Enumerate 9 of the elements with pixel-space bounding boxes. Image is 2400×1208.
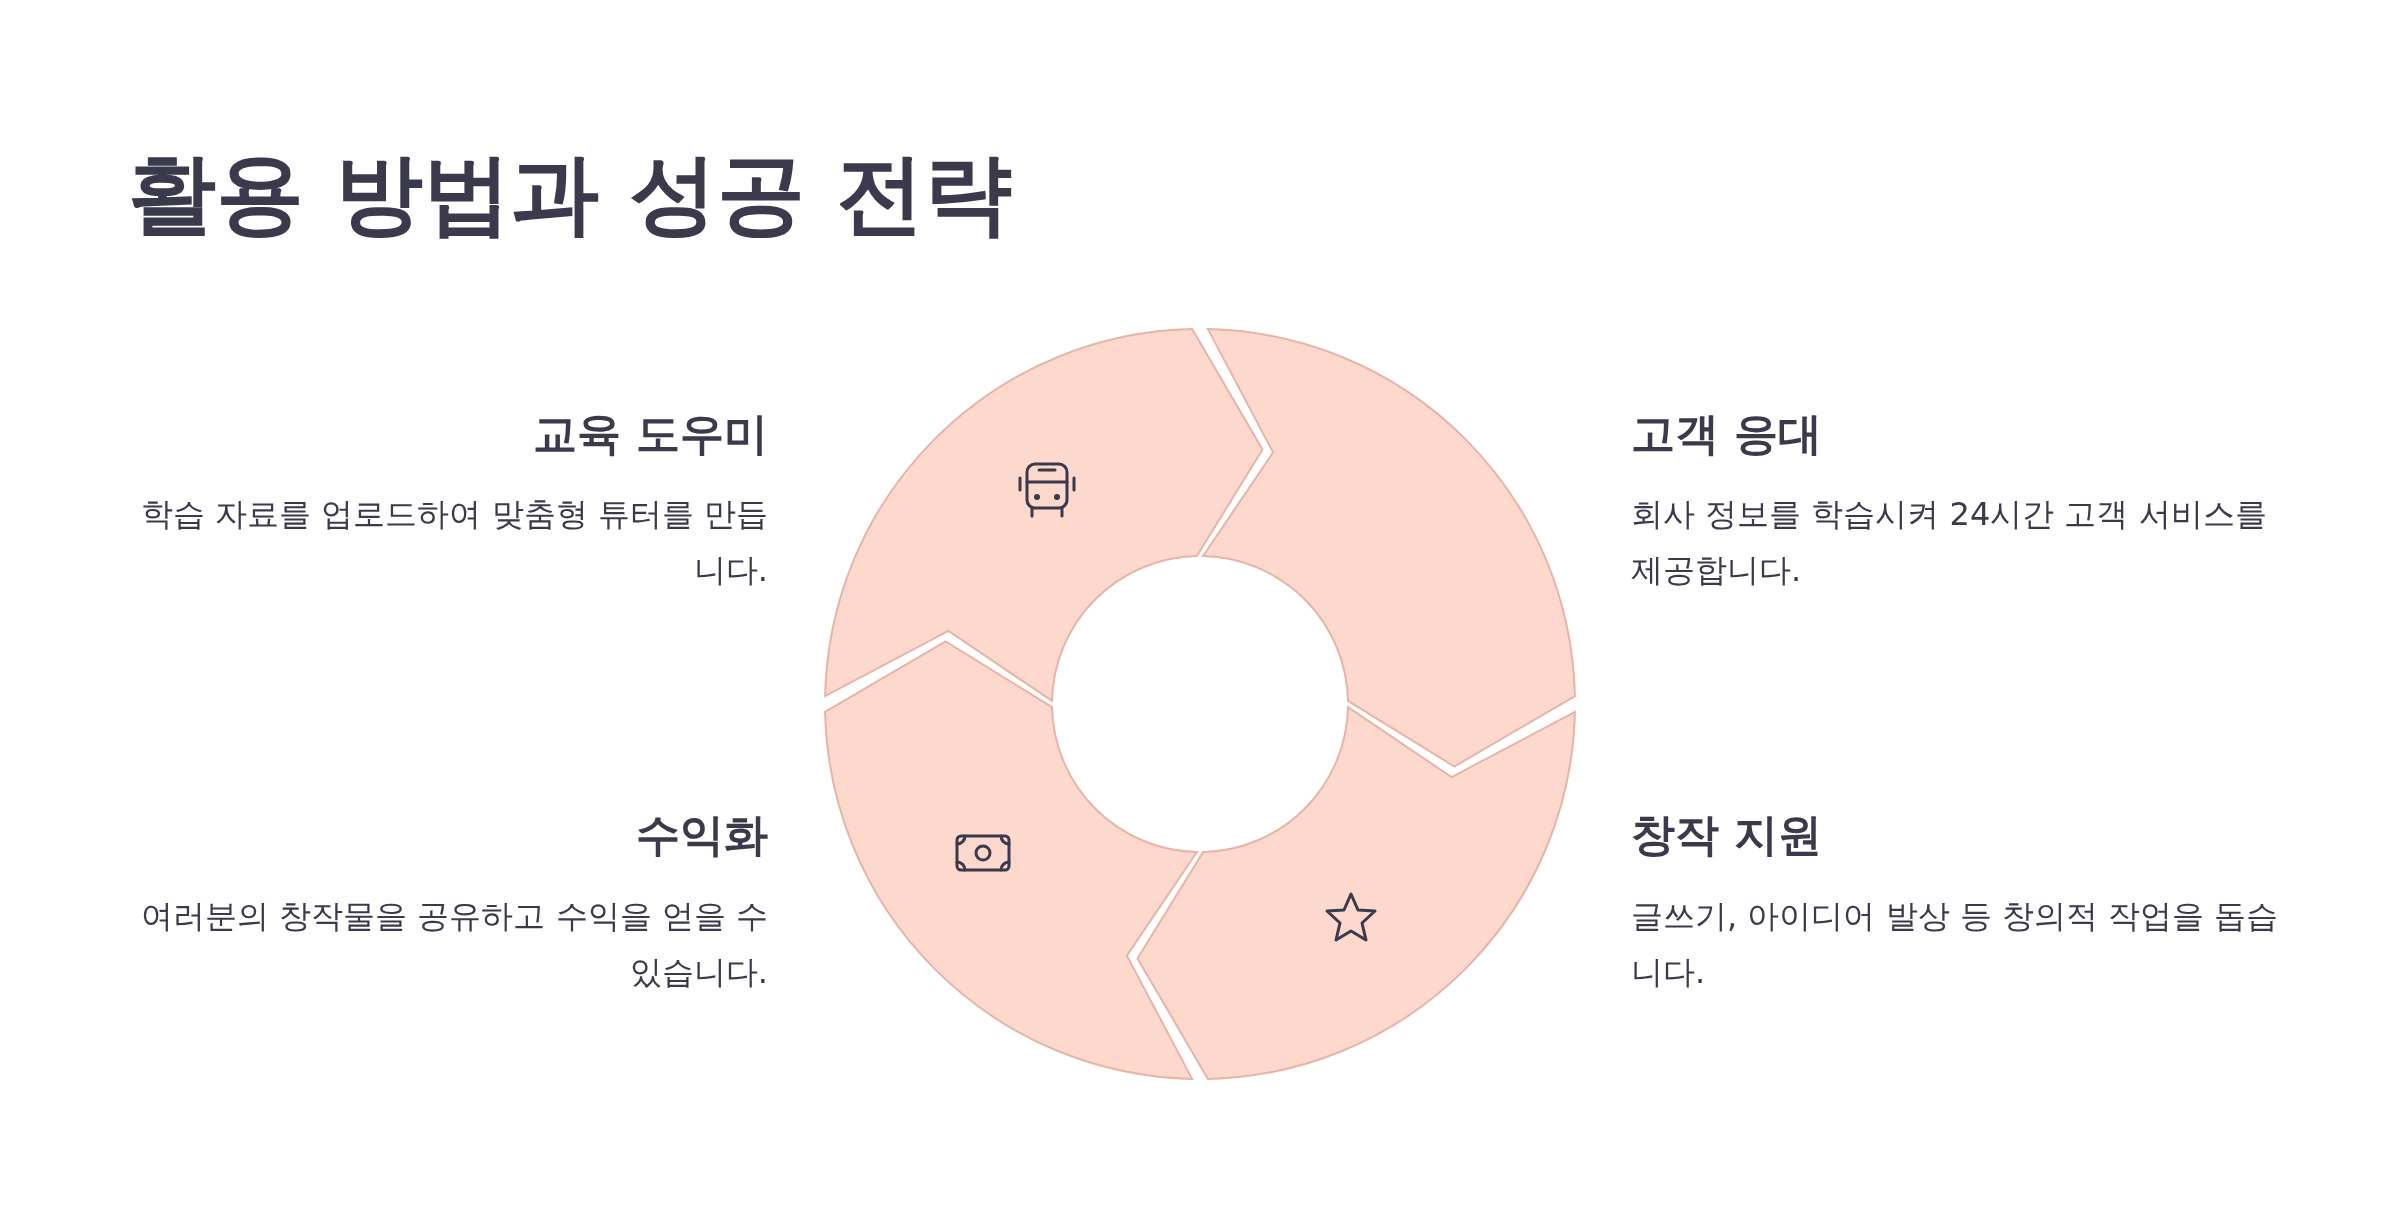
section-heading: 창작 지원 [1631, 808, 1823, 862]
description-text: 여러분의 창작물을 공유하고 수익을 얻을 수 있습니다. [140, 896, 768, 993]
title: 활용 방법과 성공 전략 [128, 141, 1012, 247]
section-heading: 교육 도우미 [532, 407, 768, 461]
section-heading: 수익화 [636, 808, 768, 862]
description-text: 글쓰기, 아이디어 발상 등 창의적 작업을 돕습니다. [1631, 896, 2280, 993]
description-text: 회사 정보를 학습시켜 24시간 고객 서비스를 제공합니다. [1631, 494, 2268, 591]
description-text: 학습 자료를 업로드하여 맞춤형 튜터를 만듭니다. [140, 494, 768, 591]
section-heading: 고객 응대 [1631, 407, 1823, 461]
